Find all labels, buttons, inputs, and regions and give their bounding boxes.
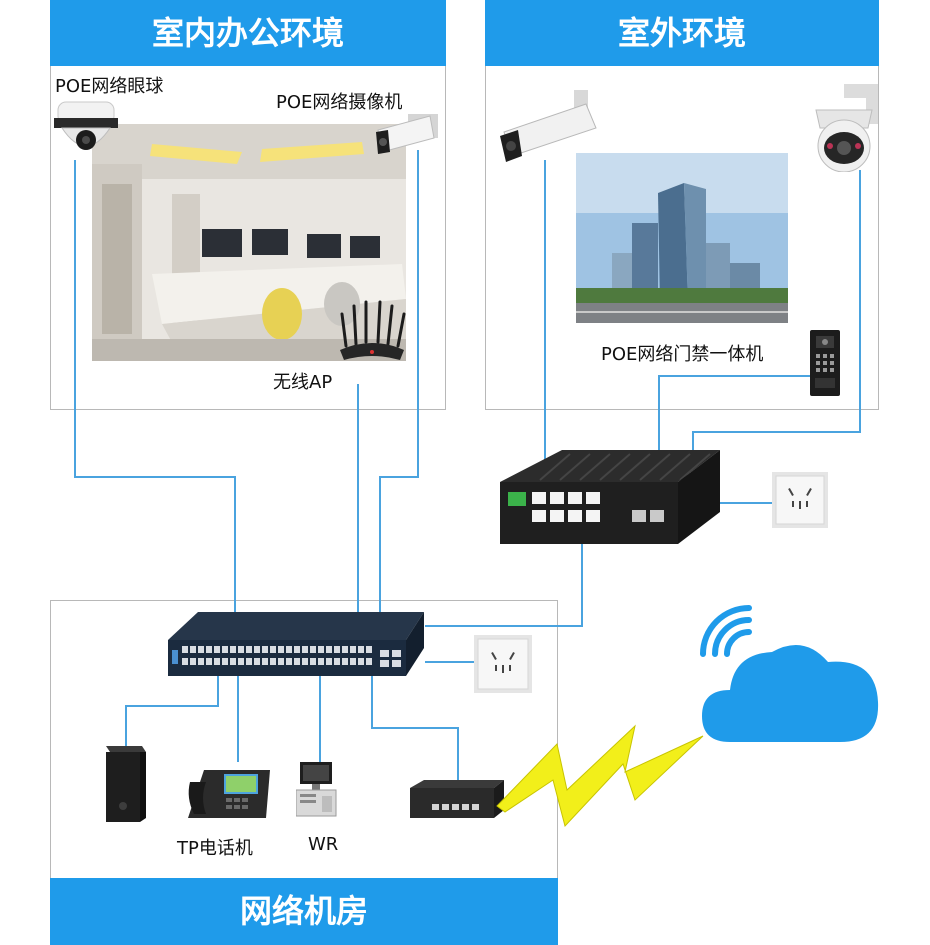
bullet-camera-label: POE网络摄像机 (276, 92, 403, 113)
indoor-banner: 室内办公环境 (50, 0, 446, 66)
server-room-banner: 网络机房 (50, 878, 558, 945)
router-icon (410, 780, 504, 818)
outdoor-banner: 室外环境 (485, 0, 879, 66)
indoor-title: 室内办公环境 (151, 14, 344, 52)
main-switch-icon (168, 612, 424, 676)
outdoor-bullet-camera-icon (500, 90, 597, 162)
dome-camera-label: POE网络眼球 (55, 76, 164, 97)
city-photo (576, 153, 788, 323)
desktop-pc-icon (106, 746, 146, 822)
power-outlet-server-icon (474, 635, 532, 693)
ptz-dome-camera-icon (815, 84, 878, 172)
access-control-icon (810, 330, 840, 396)
ip-phone-icon (188, 770, 270, 818)
industrial-switch-icon (500, 450, 720, 544)
cloud-icon (702, 644, 879, 742)
access-control-label: POE网络门禁一体机 (601, 344, 764, 365)
wireless-ap-icon (340, 300, 406, 360)
server-room-title: 网络机房 (239, 892, 368, 930)
workstation-icon (296, 762, 337, 817)
workstation-label: WR (308, 834, 339, 855)
ip-phone-label: TP电话机 (177, 838, 253, 859)
wireless-ap-label: 无线AP (273, 372, 333, 393)
bullet-camera-icon (376, 114, 438, 154)
wifi-icon (700, 605, 752, 657)
dome-camera-icon (54, 101, 118, 150)
outdoor-title: 室外环境 (617, 14, 746, 52)
lightning-icon (496, 724, 704, 828)
power-outlet-outdoor-icon (772, 472, 828, 528)
